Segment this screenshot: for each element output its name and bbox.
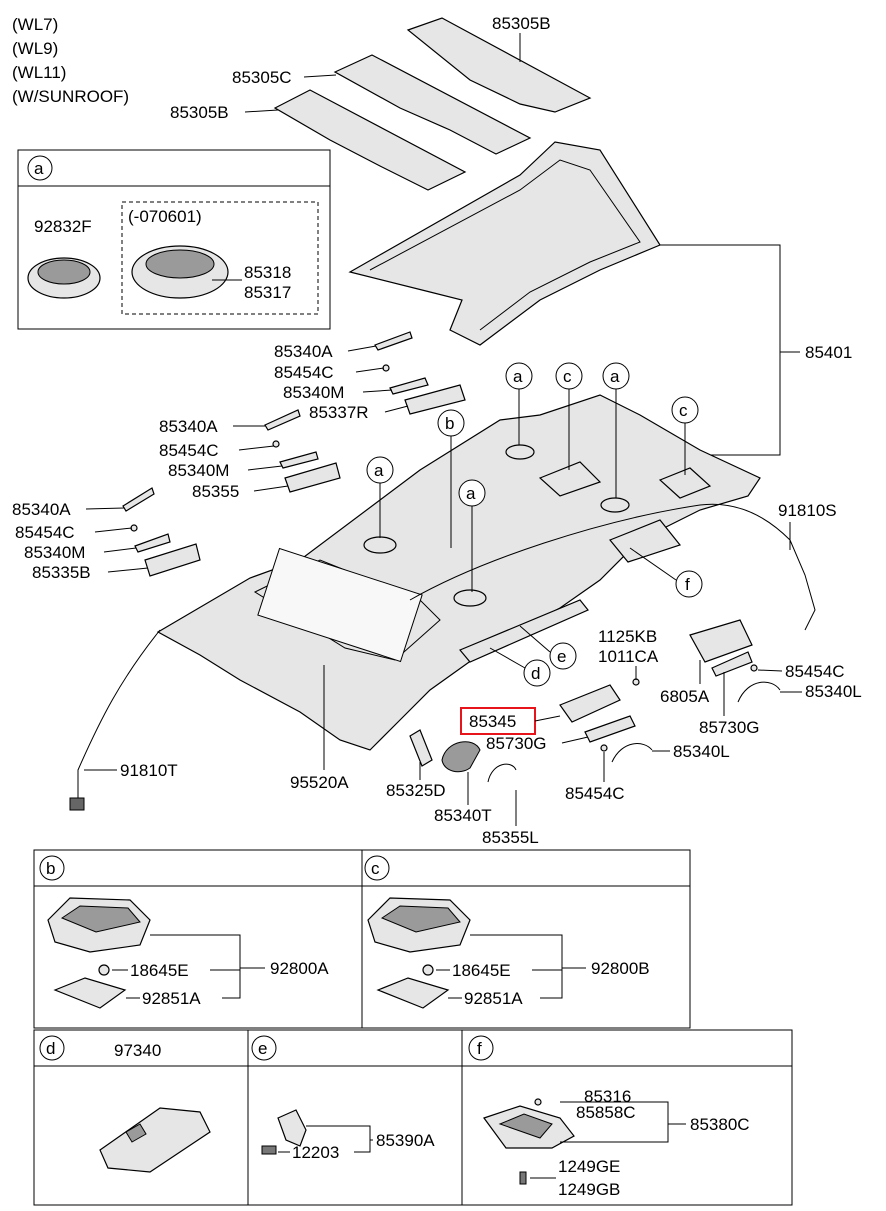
- svg-text:f: f: [685, 575, 690, 594]
- detail-box-c: c: [361, 849, 691, 1029]
- svg-text:a: a: [466, 484, 476, 503]
- label-85454c-3: 85454C: [15, 523, 75, 542]
- box-b-92851a: 92851A: [142, 989, 201, 1008]
- box-a-85318: 85318: [244, 263, 291, 282]
- svg-text:d: d: [46, 1039, 55, 1058]
- label-85335b: 85335B: [32, 563, 91, 582]
- label-85730g-mid: 85730G: [486, 734, 547, 753]
- right-lower-parts: [559, 619, 781, 763]
- callout-e: e: [519, 625, 577, 670]
- variant-wl11: (WL11): [12, 63, 66, 82]
- svg-text:b: b: [445, 414, 454, 433]
- label-91810s: 91810S: [778, 501, 837, 520]
- label-85325d: 85325D: [386, 781, 446, 800]
- svg-text:a: a: [513, 367, 523, 386]
- variant-wl9: (WL9): [12, 39, 58, 58]
- svg-text:b: b: [46, 859, 55, 878]
- label-85340m-1: 85340M: [283, 383, 344, 402]
- variant-wl7: (WL7): [12, 15, 58, 34]
- label-85340a-1: 85340A: [274, 342, 333, 361]
- detail-box-e: e: [247, 1029, 463, 1206]
- detail-box-f: f: [461, 1029, 793, 1206]
- detail-box-a: a: [17, 149, 331, 330]
- label-85345: 85345: [469, 712, 516, 731]
- label-1125kb: 1125KB: [598, 627, 657, 646]
- box-a-92832f: 92832F: [34, 217, 92, 236]
- label-85305c: 85305C: [232, 68, 292, 87]
- callout-f: f: [629, 547, 703, 598]
- callout-a-4: a: [458, 479, 486, 592]
- label-85340t: 85340T: [434, 806, 492, 825]
- label-6805a: 6805A: [660, 687, 710, 706]
- callout-b: b: [437, 409, 465, 548]
- headliner: [69, 394, 816, 811]
- svg-text:c: c: [563, 367, 572, 386]
- box-d-97340: 97340: [114, 1041, 161, 1060]
- box-b-92800a: 92800A: [270, 959, 329, 978]
- callout-a-1: a: [505, 362, 533, 445]
- label-85340m-2: 85340M: [168, 461, 229, 480]
- box-a-85317: 85317: [244, 283, 291, 302]
- label-85340l-right: 85340L: [805, 682, 862, 701]
- label-85340a-2: 85340A: [159, 417, 218, 436]
- callout-c-2: c: [671, 396, 699, 475]
- box-f-85858c: 85858C: [576, 1103, 636, 1122]
- label-85305b: 85305B: [170, 103, 229, 122]
- box-f-1249gb: 1249GB: [558, 1180, 620, 1199]
- svg-text:e: e: [258, 1039, 267, 1058]
- box-c-92800b: 92800B: [591, 959, 650, 978]
- svg-text:d: d: [531, 664, 540, 683]
- label-85401: 85401: [805, 343, 852, 362]
- sunroof-pads: [273, 17, 592, 191]
- headliner-insulation: [348, 141, 661, 346]
- label-85337r: 85337R: [309, 403, 369, 422]
- callout-c-1: c: [555, 362, 583, 470]
- lower-small-parts: [409, 729, 517, 783]
- label-85340l-mid: 85340L: [673, 742, 730, 761]
- box-a-date-note: (-070601): [128, 207, 202, 226]
- box-c-92851a: 92851A: [464, 989, 523, 1008]
- svg-text:a: a: [610, 367, 620, 386]
- variant-sunroof: (W/SUNROOF): [12, 87, 129, 106]
- label-85355: 85355: [192, 482, 239, 501]
- detail-box-d: d: [33, 1029, 249, 1206]
- label-85340m-3: 85340M: [24, 543, 85, 562]
- box-f-85380c: 85380C: [690, 1115, 750, 1134]
- callout-a-2: a: [602, 362, 630, 498]
- svg-text:c: c: [679, 401, 688, 420]
- left-small-parts: [122, 331, 466, 577]
- label-1011ca: 1011CA: [598, 647, 659, 666]
- svg-text:c: c: [371, 859, 380, 878]
- label-85454c-2: 85454C: [159, 441, 219, 460]
- box-b-18645e: 18645E: [130, 961, 189, 980]
- label-95520a: 95520A: [290, 773, 349, 792]
- svg-text:f: f: [477, 1039, 482, 1058]
- label-85340a-3: 85340A: [12, 500, 71, 519]
- label-85730g-right: 85730G: [699, 718, 760, 737]
- box-f-1249ge: 1249GE: [558, 1157, 620, 1176]
- label-85454c-right: 85454C: [785, 662, 845, 681]
- box-c-18645e: 18645E: [452, 961, 511, 980]
- callout-d: d: [489, 647, 551, 687]
- callout-a-3: a: [366, 456, 394, 538]
- box-a-letter: a: [34, 159, 44, 178]
- box-e-12203: 12203: [292, 1143, 339, 1162]
- label-85305b-top: 85305B: [492, 14, 551, 33]
- box-e-85390a: 85390A: [376, 1131, 435, 1150]
- box-f-85316: 85316: [584, 1087, 631, 1106]
- label-85454c-mid: 85454C: [565, 784, 625, 803]
- label-85355l: 85355L: [482, 828, 539, 847]
- detail-box-b: b: [33, 849, 363, 1029]
- svg-text:a: a: [374, 461, 384, 480]
- svg-text:e: e: [557, 647, 566, 666]
- label-85454c-1: 85454C: [274, 363, 334, 382]
- label-91810t: 91810T: [120, 761, 178, 780]
